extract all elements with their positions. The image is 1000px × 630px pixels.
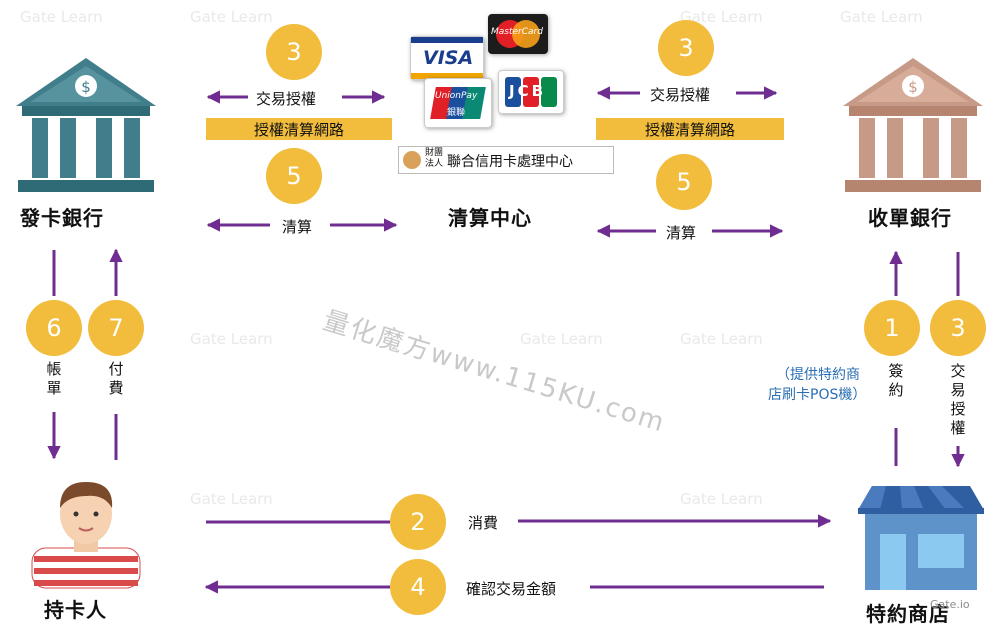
step-7-circle: 7 [88,300,144,356]
step-3-right-circle: 3 [658,20,714,76]
right-network-bar: 授權清算網路 [596,118,784,140]
vertical-auth-label: 交易授權 [950,362,966,437]
pos-note-line-1: （提供特約商 [776,367,860,383]
nccc-seal-icon [403,151,421,169]
step-2-circle: 2 [390,494,446,550]
statement-label: 帳單 [46,360,62,397]
merchant-shop-icon [858,486,984,590]
clearing-center-label: 清算中心 [448,206,532,230]
confirm-amount-label: 確認交易金額 [466,580,557,598]
left-auth-label: 交易授權 [256,90,317,108]
pos-note-line-2: 店刷卡POS機） [768,387,867,403]
acquirer-bank-icon: $ [843,58,983,192]
watermark-gate-learn: Gate Learn [520,330,603,348]
jcb-logo: JCB [498,70,564,114]
issuer-bank-icon: $ [16,58,156,192]
acquirer-bank-label: 收單銀行 [868,206,952,230]
cardholder-label: 持卡人 [44,598,107,622]
step-4-circle: 4 [390,559,446,615]
watermark-gate-learn: Gate Learn [840,8,923,26]
step-5-left-circle: 5 [266,148,322,204]
right-clearing-label: 清算 [666,224,697,242]
step-3-vertical-circle: 3 [930,300,986,356]
merchant-label: 特約商店 [866,602,950,626]
step-6-circle: 6 [26,300,82,356]
contract-label: 簽約 [888,362,904,399]
svg-text:$: $ [81,78,91,96]
mastercard-logo: MasterCard [488,14,548,54]
pay-label: 付費 [108,360,124,397]
watermark-gate-learn: Gate Learn [190,8,273,26]
right-auth-label: 交易授權 [650,86,711,104]
watermark-gate-learn: Gate Learn [190,490,273,508]
watermark-gate-learn: Gate Learn [680,490,763,508]
left-clearing-label: 清算 [282,218,313,236]
visa-logo: VISA [410,36,484,80]
step-3-left-circle: 3 [266,24,322,80]
watermark-gate-learn: Gate Learn [20,8,103,26]
unionpay-logo: UnionPay 銀聯 [424,78,492,128]
step-5-right-circle: 5 [656,154,712,210]
watermark-gate-learn: Gate Learn [680,330,763,348]
svg-text:$: $ [908,78,918,96]
issuer-bank-label: 發卡銀行 [20,206,104,230]
left-network-bar: 授權清算網路 [206,118,392,140]
consume-label: 消費 [468,514,499,532]
nccc-banner: 財團 法人 聯合信用卡處理中心 [398,146,614,174]
cardholder-icon [31,482,141,589]
watermark-gate-learn: Gate Learn [190,330,273,348]
corner-watermark: Gate.io [930,598,970,611]
watermark-gate-learn: Gate Learn [680,8,763,26]
step-1-circle: 1 [864,300,920,356]
